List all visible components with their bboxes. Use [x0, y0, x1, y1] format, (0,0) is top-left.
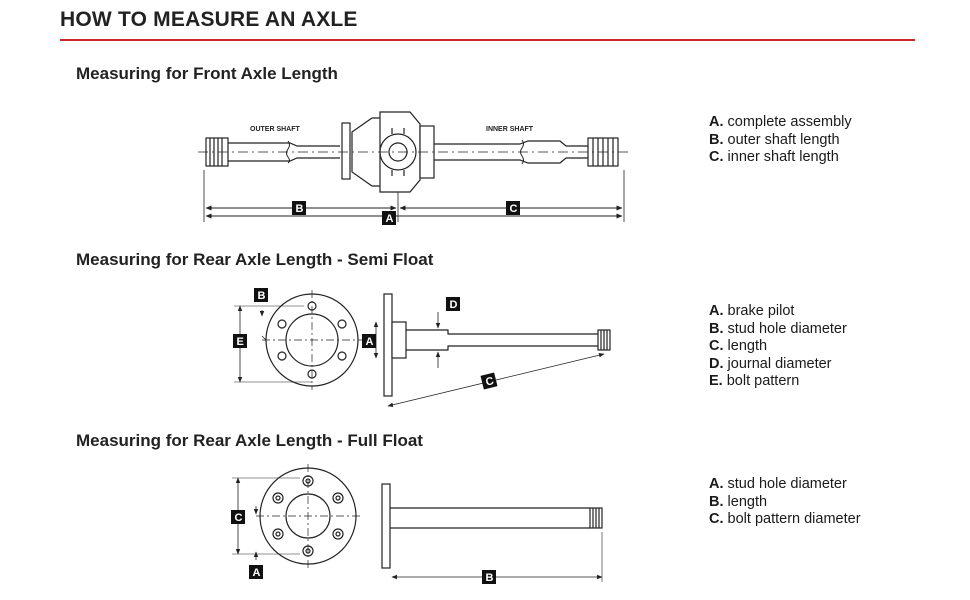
marker-c: C	[235, 512, 243, 524]
marker-c: C	[510, 203, 518, 215]
shaft-labels: OUTER SHAFT INNER SHAFT	[250, 126, 534, 133]
marker-b: B	[486, 572, 494, 584]
full-float-legend: A. stud hole diameter B. length C. bolt …	[709, 476, 861, 529]
front-axle-drawing: OUTER SHAFT INNER SHAFT B A C	[198, 111, 628, 225]
marker-b: B	[296, 203, 304, 215]
semi-float-drawing: B E A D C	[233, 288, 611, 407]
front-axle-legend: A. complete assembly B. outer shaft leng…	[709, 114, 852, 167]
legend-item: B. outer shaft length	[709, 131, 840, 148]
marker-a: A	[386, 213, 394, 225]
legend-item: A. stud hole diameter	[709, 476, 847, 492]
legend-item: D. journal diameter	[709, 355, 832, 372]
legend-item: A. brake pilot	[709, 303, 795, 319]
marker-a: A	[366, 336, 374, 348]
marker-d: D	[450, 299, 458, 311]
semi-float-heading: Measuring for Rear Axle Length - Semi Fl…	[76, 250, 434, 269]
inner-shaft-label: INNER SHAFT	[486, 126, 534, 133]
marker-b: B	[258, 290, 266, 302]
legend-item: C. inner shaft length	[709, 149, 839, 165]
title-divider	[60, 39, 915, 41]
legend-item: E. bolt pattern	[709, 373, 800, 389]
marker-e: E	[237, 336, 244, 348]
legend-item: C. length	[709, 338, 768, 354]
outer-shaft-label: OUTER SHAFT	[250, 126, 301, 133]
semi-float-legend: A. brake pilot B. stud hole diameter C. …	[709, 303, 847, 391]
legend-item: A. complete assembly	[709, 114, 852, 130]
legend-item: C. bolt pattern diameter	[709, 511, 861, 527]
legend-item: B. stud hole diameter	[709, 320, 847, 337]
page-title: HOW TO MEASURE AN AXLE	[60, 8, 358, 31]
marker-a: A	[253, 567, 261, 579]
full-float-heading: Measuring for Rear Axle Length - Full Fl…	[76, 431, 423, 450]
marker-c: C	[484, 375, 495, 389]
front-axle-heading: Measuring for Front Axle Length	[76, 64, 338, 83]
legend-item: B. length	[709, 493, 768, 510]
full-float-drawing: C A B	[231, 464, 603, 584]
